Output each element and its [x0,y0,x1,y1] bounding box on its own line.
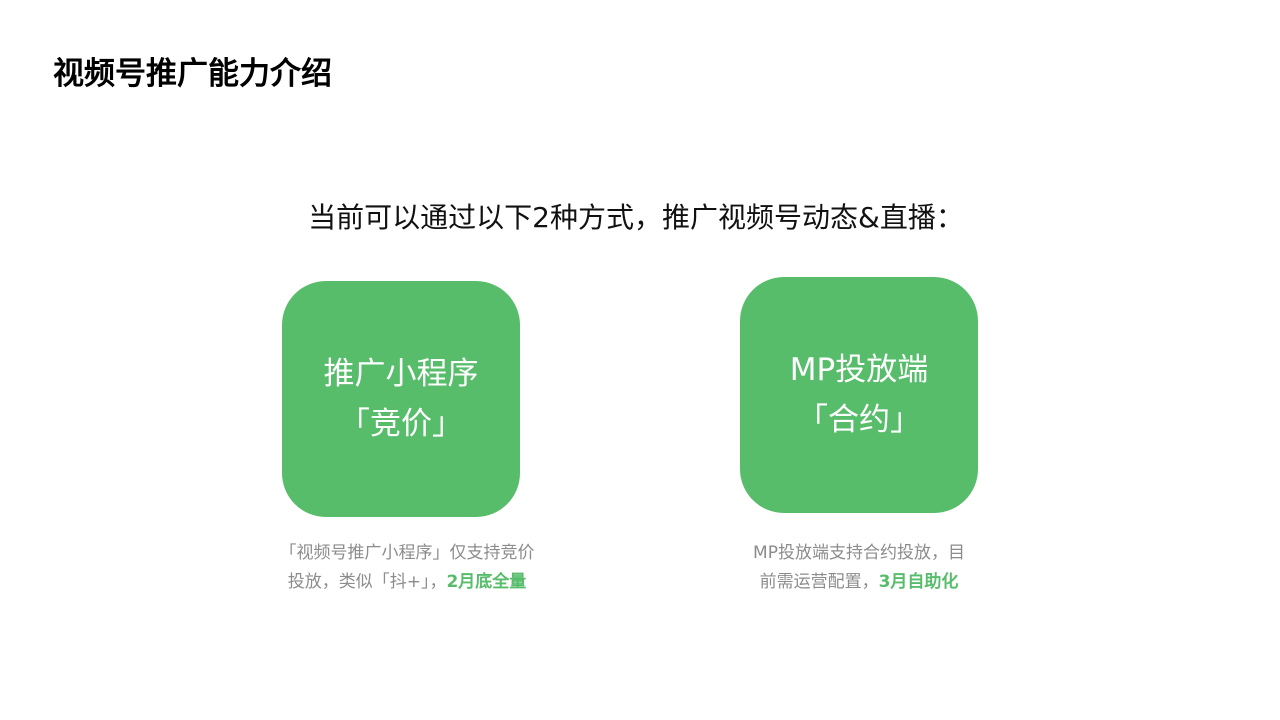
mp-contract-card: MP投放端 「合约」 [740,277,978,513]
description-line: 「视频号推广小程序」仅支持竞价 [279,543,535,563]
description-line: 前需运营配置，3月自助化 [699,568,1019,597]
description-line: MP投放端支持合约投放，目 [753,543,965,563]
description-text: 前需运营配置， [759,572,879,592]
card-subtitle: 「竞价」 [339,406,463,442]
card-subtitle: 「合约」 [797,402,921,438]
timeline-highlight: 3月自助化 [878,572,959,592]
description-text: 投放，类似「抖+」， [287,572,447,592]
mini-program-description: 「视频号推广小程序」仅支持竞价 投放，类似「抖+」，2月底全量 [247,539,567,597]
timeline-highlight: 2月底全量 [446,572,527,592]
slide-title: 视频号推广能力介绍 [53,56,332,92]
mini-program-bidding-card: 推广小程序 「竞价」 [282,281,520,517]
card-title: 推广小程序 [323,356,479,392]
description-line: 投放，类似「抖+」，2月底全量 [247,568,567,597]
slide-subtitle: 当前可以通过以下2种方式，推广视频号动态&直播： [308,201,964,234]
mp-description: MP投放端支持合约投放，目 前需运营配置，3月自助化 [699,539,1019,597]
card-title: MP投放端 [789,352,929,388]
